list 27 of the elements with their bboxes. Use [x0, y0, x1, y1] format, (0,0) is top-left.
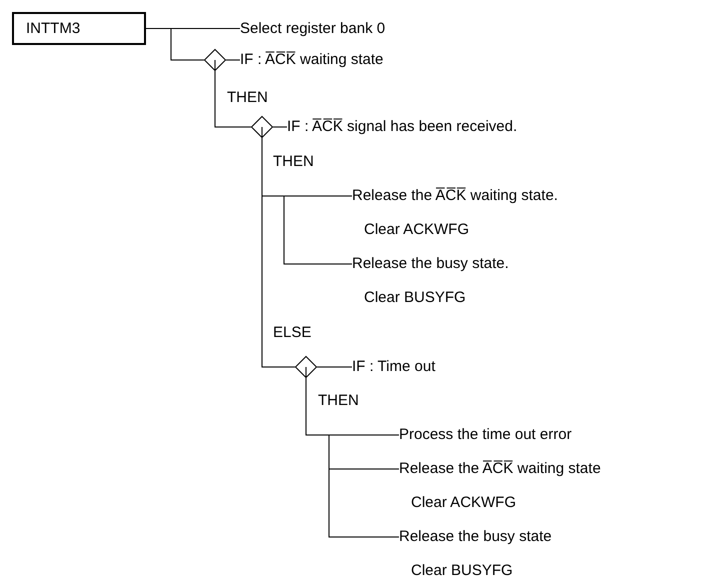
- decision-diamond: [251, 116, 273, 138]
- connector-line: [146, 28, 204, 60]
- connector-line: [272, 126, 288, 128]
- decision-diamond: [204, 49, 226, 71]
- process-step-text: Release the busy state.: [352, 254, 509, 274]
- step-detail-text: Clear ACKWFG: [410, 493, 518, 513]
- connector-line: [316, 366, 352, 368]
- process-step-text: IF : A̅C̅K̅ signal has been received.: [287, 117, 518, 137]
- branch-label: ELSE: [273, 323, 312, 343]
- branch-label: THEN: [318, 391, 359, 411]
- decision-diamond: [295, 356, 317, 378]
- connector-line: [306, 378, 400, 538]
- process-step-text: Release the A̅C̅K̅ waiting state: [399, 459, 601, 479]
- step-detail-text: Clear ACKWFG: [363, 220, 470, 240]
- connector-line: [214, 70, 252, 128]
- process-step-text: IF : Time out: [352, 357, 436, 377]
- process-step-text: Release the busy state: [399, 527, 552, 547]
- step-detail-text: Clear BUSYFG: [410, 561, 514, 581]
- branch-label: THEN: [227, 88, 268, 108]
- step-detail-text: Clear BUSYFG: [363, 288, 467, 308]
- branch-label: THEN: [273, 152, 314, 172]
- connector-line: [262, 138, 296, 368]
- process-step-text: IF : A̅C̅K̅ waiting state: [240, 50, 384, 70]
- process-step-text: Process the time out error: [399, 425, 572, 445]
- process-step-text: Release the A̅C̅K̅ waiting state.: [352, 186, 558, 206]
- process-step-text: Select register bank 0: [240, 18, 386, 38]
- routine-box: INTTM3: [12, 12, 146, 45]
